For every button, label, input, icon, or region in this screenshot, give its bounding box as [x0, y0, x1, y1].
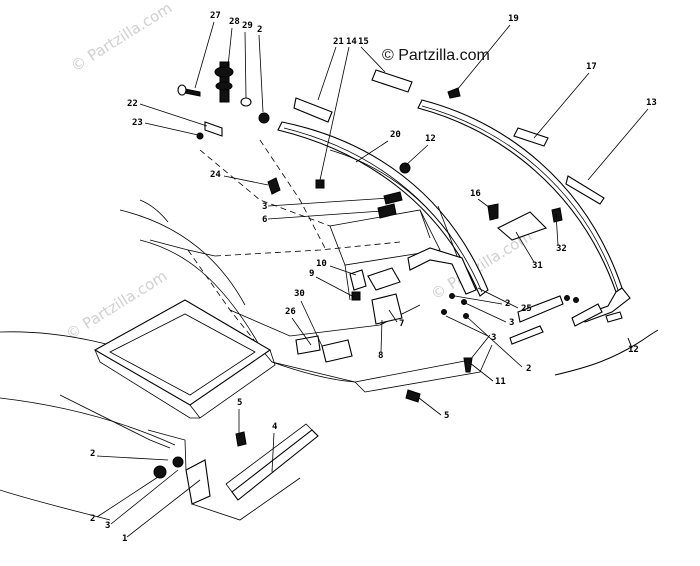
callout-leader-c20	[355, 140, 389, 163]
callout-leader-c30	[300, 300, 323, 347]
callout-label-c22: 22	[127, 99, 138, 109]
callout-label-c32: 32	[556, 244, 567, 254]
callout-label-c28: 28	[229, 17, 240, 27]
watermark-brand-top: © Partzilla.com	[382, 47, 490, 64]
bumper-assembly	[277, 69, 631, 363]
callout-leader-c17	[533, 72, 590, 139]
hardware	[153, 61, 579, 479]
callout-label-c13: 13	[646, 98, 657, 108]
callout-label-c14: 14	[346, 37, 357, 47]
callout-label-c2e: 2	[90, 514, 95, 524]
callout-label-c31: 31	[532, 261, 543, 271]
callout-label-c2a: 2	[257, 25, 262, 35]
callout-leader-c14	[319, 46, 350, 181]
callout-leader-c29	[244, 31, 247, 99]
callout-brace-12	[554, 329, 659, 376]
callout-leader-c8	[380, 319, 383, 353]
callout-label-c12: 12	[425, 134, 436, 144]
callout-leader-c12	[404, 144, 429, 167]
callout-label-c29: 29	[242, 21, 253, 31]
callout-label-c11: 11	[495, 377, 506, 387]
callout-label-c9: 9	[309, 269, 314, 279]
callout-label-c25: 25	[521, 304, 532, 314]
callout-label-c5b: 5	[444, 411, 449, 421]
callout-leader-c2d	[96, 455, 169, 461]
callout-label-c20: 20	[390, 130, 401, 140]
callout-leader-c9	[315, 276, 355, 298]
callout-label-c17: 17	[586, 62, 597, 72]
front-bracket	[147, 423, 319, 521]
callout-leader-c3d	[110, 469, 179, 525]
callout-label-c1: 1	[122, 534, 127, 544]
callout-leader-c32	[555, 213, 559, 246]
callout-label-c7: 7	[399, 319, 404, 329]
callout-leader-c27	[194, 21, 215, 89]
callout-label-c19: 19	[508, 14, 519, 24]
callout-leader-c11	[469, 362, 494, 382]
callout-label-c21: 21	[333, 37, 344, 47]
callout-brace-12-tick	[627, 337, 633, 349]
callout-label-c5a: 5	[237, 398, 242, 408]
callout-label-c16: 16	[470, 189, 481, 199]
callout-label-c3b: 3	[509, 318, 514, 328]
callout-leader-c19	[456, 24, 511, 91]
callout-leader-c23	[144, 122, 199, 136]
callout-leader-c7	[388, 309, 398, 323]
callout-leader-c3c	[445, 315, 489, 337]
watermark-top-left: © Partzilla.com	[68, 0, 176, 75]
callout-label-c2c: 2	[526, 364, 531, 374]
callout-label-c10: 10	[316, 259, 327, 269]
callout-leader-c13	[587, 108, 649, 181]
hood-body	[0, 139, 493, 521]
callout-leader-c3a	[267, 197, 391, 207]
callout-leader-c2e	[96, 476, 159, 518]
callout-label-c3c: 3	[491, 333, 496, 343]
callout-label-c3d: 3	[105, 521, 110, 531]
callout-leader-c31	[515, 231, 535, 263]
callout-label-c6: 6	[262, 215, 267, 225]
callout-leader-c22	[139, 103, 208, 127]
callout-label-c23: 23	[132, 118, 143, 128]
callout-leader-c15	[360, 46, 386, 73]
callout-leader-c26	[291, 317, 312, 346]
callout-leader-c1	[126, 479, 201, 538]
callout-label-c15: 15	[358, 37, 369, 47]
callout-leader-c28	[227, 27, 233, 67]
callout-leader-c5b	[418, 397, 442, 416]
callout-label-c12b: 12	[628, 345, 639, 355]
callout-label-c3a: 3	[262, 202, 267, 212]
callout-leader-c2a	[258, 34, 264, 113]
callout-label-c26: 26	[285, 307, 296, 317]
callout-label-c4: 4	[272, 422, 278, 432]
callout-label-c2b: 2	[505, 299, 510, 309]
callout-leader-c10	[329, 265, 357, 276]
callout-leader-c21	[317, 46, 337, 101]
callout-leader-c2b	[454, 295, 503, 305]
callout-leader-c4	[271, 432, 275, 473]
callout-label-c27: 27	[210, 11, 221, 21]
callout-leader-c25	[477, 287, 519, 309]
callout-leader-c3b	[462, 301, 507, 323]
callout-label-c24: 24	[210, 170, 221, 180]
callout-label-c30: 30	[294, 289, 305, 299]
callout-label-c2d: 2	[90, 449, 95, 459]
callout-leader-c16	[477, 198, 491, 209]
callout-leader-c6	[267, 210, 383, 220]
callout-leader-c24	[223, 175, 269, 186]
callout-leader-c2c	[466, 316, 523, 368]
callout-label-c8: 8	[378, 351, 383, 361]
